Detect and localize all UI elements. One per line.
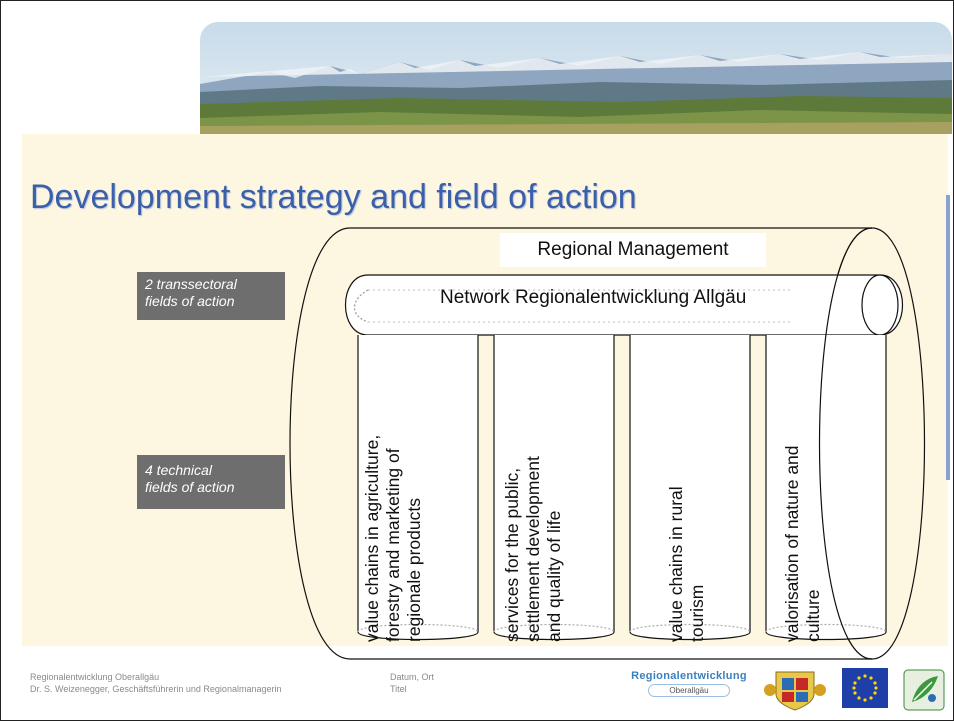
column-cylinder-2 [493,335,615,641]
label-technical-fields: 4 technical fields of action [137,455,285,509]
footer-meta: Datum, Ort Titel [390,672,435,694]
leader-logo-icon [902,668,946,712]
regional-management-label: Regional Management [500,233,766,267]
landscape-banner [200,22,952,134]
accent-bar [946,195,950,480]
slide-title: Development strategy and field of action [30,178,637,216]
regionalentwicklung-logo: Regionalentwicklung Oberallgäu [631,670,747,697]
column-cylinder-1 [357,335,479,641]
bavaria-coat-of-arms-icon [762,668,828,712]
column-cylinder-4 [765,335,887,641]
column-cylinder-3 [629,335,751,641]
label-transsectoral-fields: 2 transsectoral fields of action [137,272,285,320]
footer-organization: Regionalentwicklung Oberallgäu Dr. S. We… [30,672,282,694]
network-label: Network Regionalentwicklung Allgäu [440,287,747,308]
eu-flag-icon [842,668,888,708]
